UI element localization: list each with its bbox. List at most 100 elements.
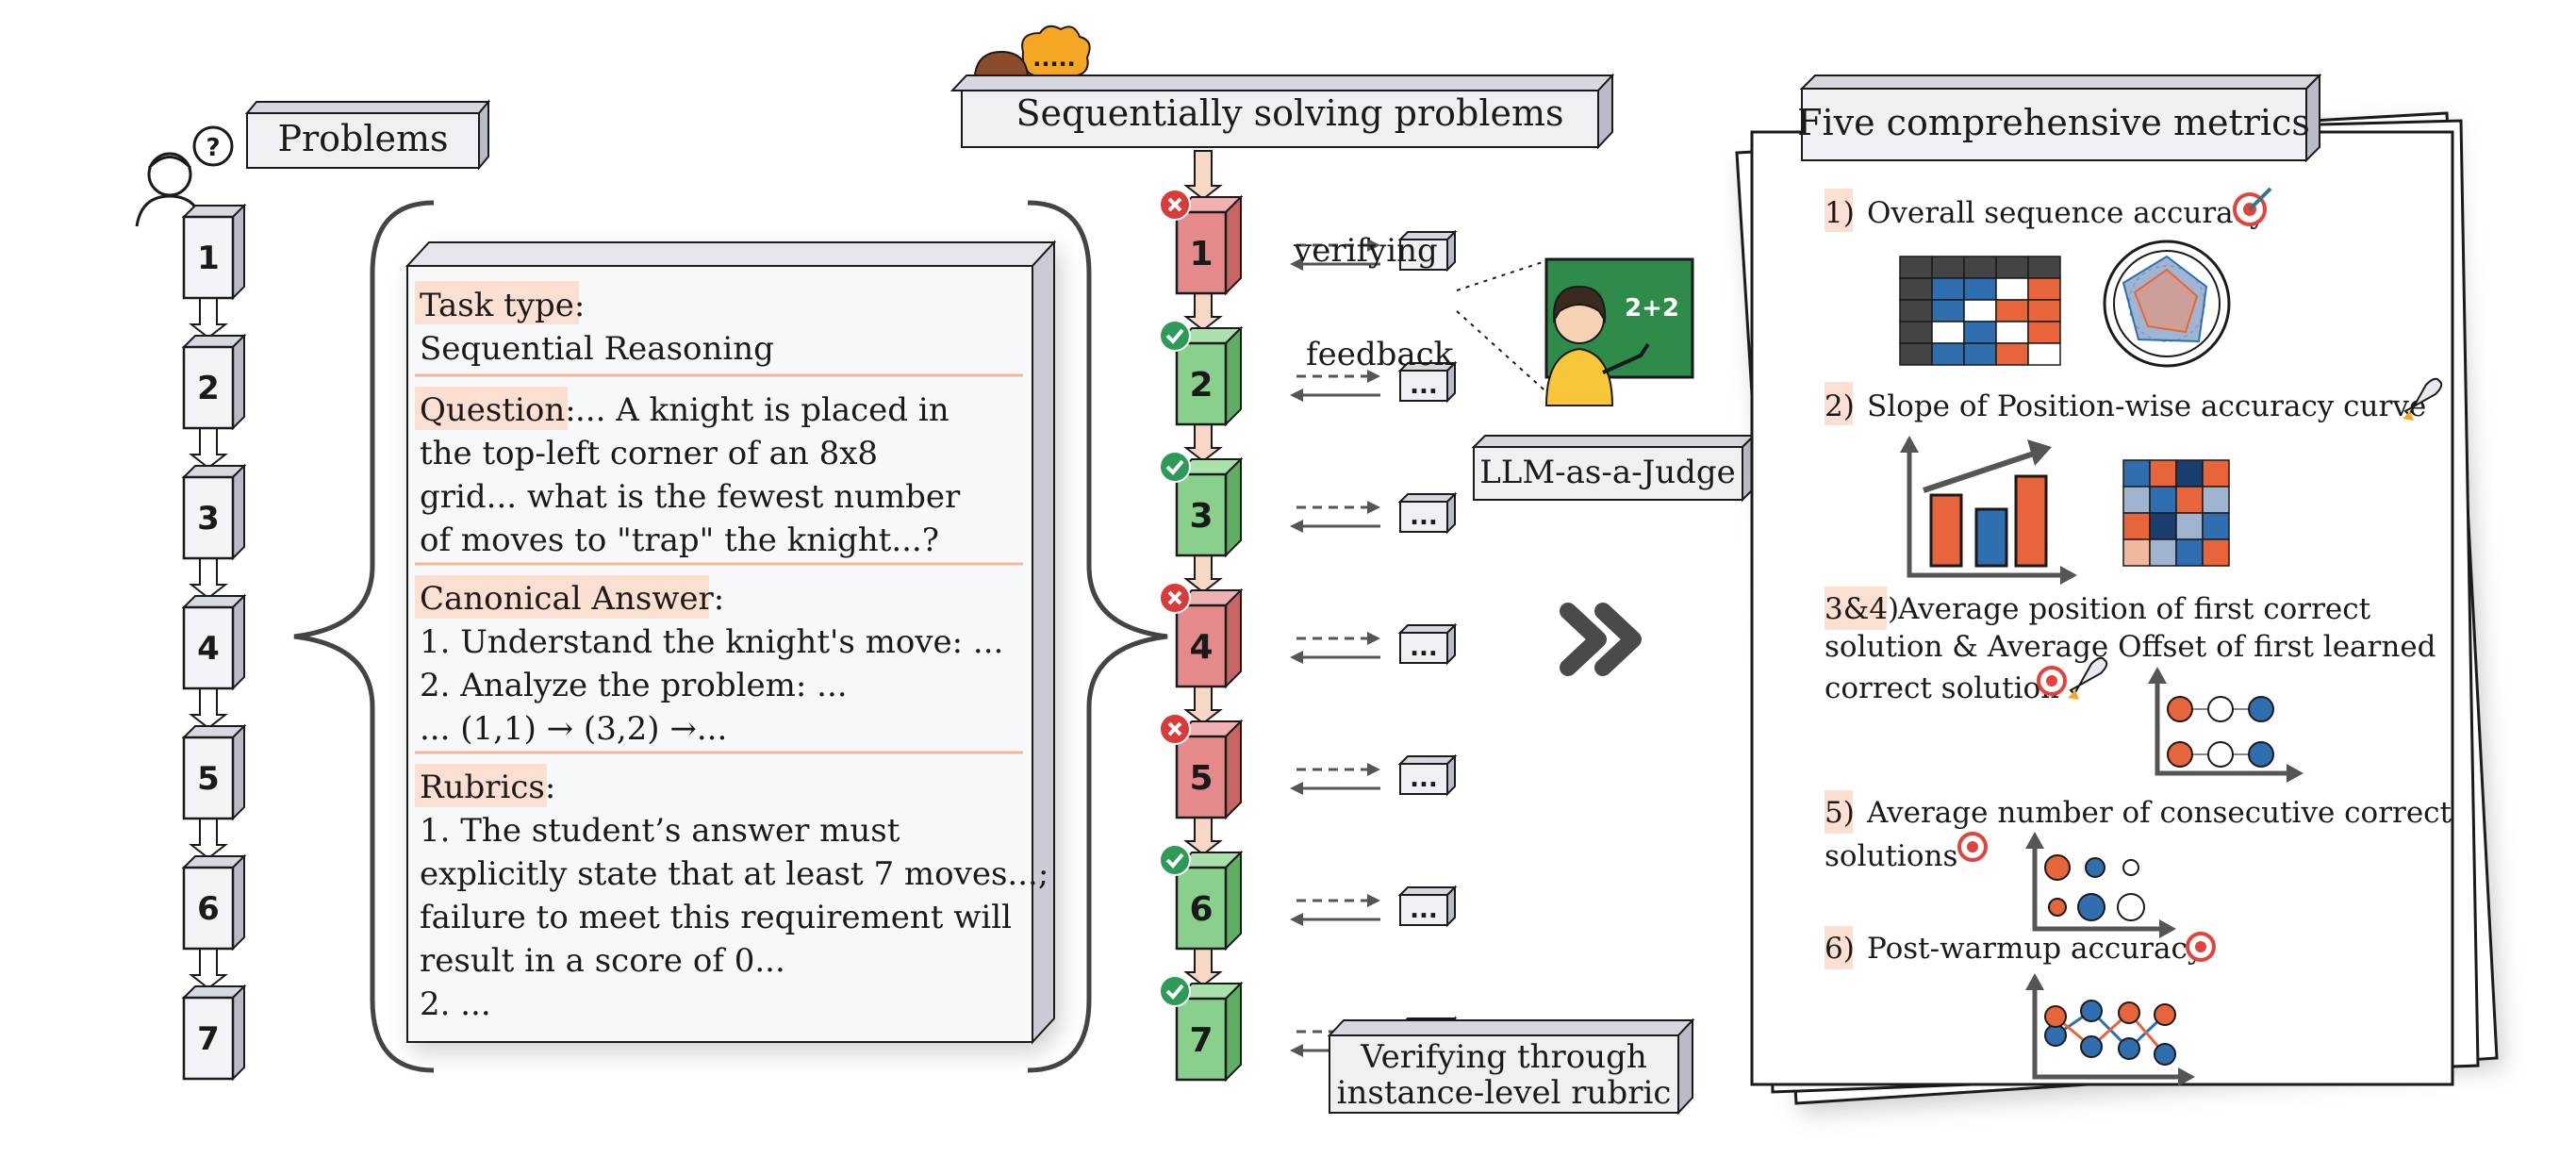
metric-1-text: Overall sequence accuracy [1867,196,2267,230]
heat-cell [2122,486,2151,514]
cross-badge-icon [1159,713,1191,745]
answer-line: 2. Analyze the problem: ... [420,667,848,704]
table-cell [1995,277,2029,301]
verify-box: ... [1397,753,1458,797]
step-number: 2 [197,370,220,407]
rubrics-line: failure to meet this requirement will [420,899,1012,936]
feedback-label: feedback [1306,336,1454,373]
down-arrow-icon [1183,554,1223,594]
left-step-cube: 5 [181,723,247,821]
table-cell [1963,299,1997,323]
board-text: 2+2 [1625,294,1679,323]
left-step-stack: 1 2 3 4 5 6 7 [181,203,247,1082]
table-cell [1899,321,1933,344]
question-label: Question: [420,391,576,429]
dot [2154,1043,2176,1066]
question-line: grid... what is the fewest number [420,478,961,516]
table-cell [1995,299,2029,323]
task-type-label: Task type: [420,287,585,324]
metrics-paper-stack [1735,111,2499,1105]
rubrics-line: 1. The student’s answer must [420,812,900,850]
judge-label: LLM-as-a-Judge [1479,454,1736,491]
double-chevron-icon [1560,603,1642,676]
metrics-title: Five comprehensive metrics [1797,102,2310,143]
dot [2154,1003,2176,1026]
consecutive-dot-chart [2025,832,2176,938]
heat-cell [2122,459,2151,488]
dot [2167,741,2193,768]
table-cell [1995,321,2029,344]
rocket-icon [2403,377,2443,421]
down-arrow-icon [1183,686,1223,725]
dot [2207,741,2234,768]
rubric-box-line: Verifying through [1360,1038,1647,1076]
dot [2122,859,2139,876]
down-arrow-icon [1183,948,1223,987]
svg-text:.....: ..... [1032,45,1076,72]
target-icon [2037,666,2067,696]
heatmap-grid [2122,459,2230,567]
table-cell [2027,277,2061,301]
left-step-cube: 3 [181,463,247,561]
radar-chart-icon [2103,240,2231,368]
bar [1974,507,2008,568]
metric-5-line: solutions [1825,839,1957,873]
dot [2080,1000,2103,1022]
problem-card-section: Task type: Sequential Reasoning Question… [293,200,1168,1073]
check-badge-icon [1159,975,1191,1007]
rocket-icon [2068,656,2108,700]
down-arrow-icon [189,297,228,339]
dot [2248,696,2274,722]
verifying-label: verifying [1293,232,1438,270]
table-cell [1963,342,1997,366]
table-cell [1931,342,1965,366]
metric-34-num: 3&4) [1825,592,1899,626]
left-step-cube: 4 [181,593,247,691]
metric-2-text: Slope of Position-wise accuracy curve [1867,389,2426,423]
dot [2044,1005,2067,1028]
verify-box: ... [1397,491,1458,535]
metric-1-num: 1) [1825,196,1855,230]
verify-box: ... [1397,885,1458,928]
question-line: of moves to "trap" the knight...? [420,521,939,559]
cross-badge-icon [1159,582,1191,614]
seq-step-cube: 2 [1174,325,1244,427]
metric-6-text: Post-warmup accuracy [1867,932,2204,966]
metric-34-line: solution & Average Offset of first learn… [1825,630,2436,664]
step-number: 4 [1189,628,1213,667]
sequential-title-box: Sequentially solving problems [949,73,1615,150]
heat-cell [2202,459,2230,488]
down-arrow-icon [189,818,228,860]
down-arrow-icon [189,687,228,730]
heat-cell [2149,538,2177,567]
rubrics-label: Rubrics: [420,769,555,806]
metric-2-num: 2) [1825,389,1855,423]
left-step-cube: 7 [181,984,247,1082]
table-cell [1963,256,1997,279]
metric-34-line: Average position of first correct [1897,592,2371,626]
left-step-cube: 6 [181,853,247,951]
dot [2118,1037,2140,1060]
step-number: 1 [1189,235,1213,273]
dot [2080,1035,2103,1058]
answer-line: ... (1,1) → (3,2) →... [420,710,727,748]
down-arrow-icon [189,557,228,600]
right-brace [1027,200,1168,1073]
sequential-title: Sequentially solving problems [1016,92,1563,134]
dot [2085,857,2105,878]
ellipsis-text: ... [1410,765,1438,793]
step-number: 7 [1189,1021,1213,1060]
dot [2048,898,2067,917]
table-cell [1899,342,1933,366]
bar [2014,474,2048,568]
target-icon [2233,187,2272,226]
target-icon [1957,832,1988,862]
left-step-cube: 1 [181,203,247,301]
post-warmup-line-chart [2025,973,2195,1086]
dot [2117,893,2145,921]
slope-bar-chart [1900,436,2077,585]
down-arrow-icon [1183,423,1223,463]
step-number: 2 [1189,366,1213,405]
problems-title-box: Problems [244,99,491,171]
dot [2077,893,2105,921]
